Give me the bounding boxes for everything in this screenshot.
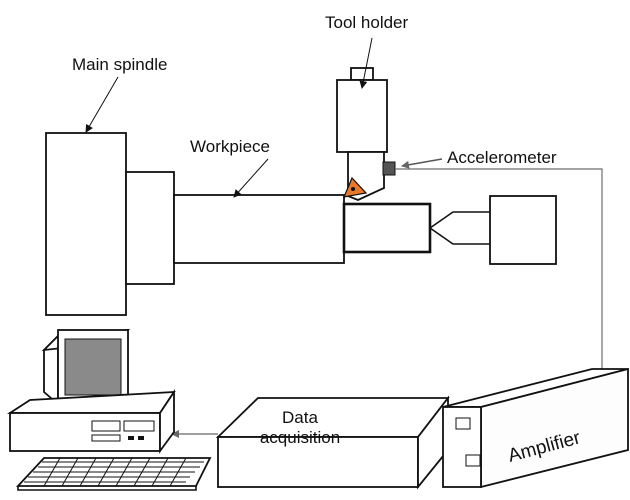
cutting-insert bbox=[343, 176, 368, 198]
desktop-case bbox=[6, 389, 176, 454]
accelerometer-sensor bbox=[382, 161, 396, 176]
accelerometer-arrow bbox=[401, 158, 443, 169]
sensor-wire bbox=[395, 168, 603, 372]
main-spindle-label: Main spindle bbox=[72, 55, 167, 74]
tool-holder-arrow bbox=[359, 37, 373, 89]
accelerometer-label: Accelerometer bbox=[447, 148, 557, 167]
main-spindle-arrow bbox=[85, 76, 119, 133]
tailstock bbox=[429, 195, 557, 265]
data-acquisition-label-line1: Data bbox=[282, 408, 318, 427]
keyboard bbox=[15, 457, 212, 491]
workpiece bbox=[173, 194, 432, 264]
data-acquisition-label-line2: acquisition bbox=[260, 428, 340, 447]
computer bbox=[6, 328, 212, 491]
tool-holder-label: Tool holder bbox=[325, 13, 409, 32]
data-acquisition-unit bbox=[215, 395, 450, 490]
main-spindle bbox=[45, 132, 175, 316]
amplifier-unit bbox=[442, 367, 629, 489]
workpiece-label: Workpiece bbox=[190, 137, 270, 156]
workpiece-arrow bbox=[233, 158, 269, 198]
monitor bbox=[41, 328, 137, 414]
tool-holder bbox=[336, 67, 388, 201]
